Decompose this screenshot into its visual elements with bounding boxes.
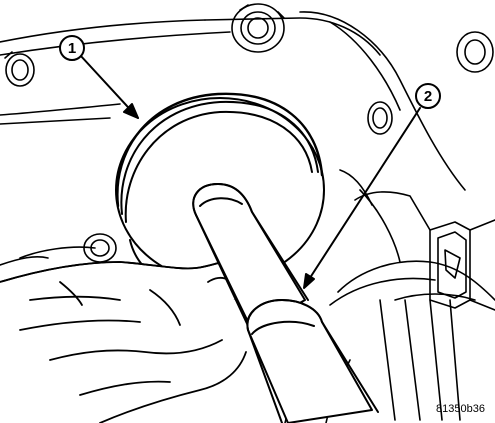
- callout-1-circle: [59, 35, 85, 61]
- hand: [0, 260, 247, 423]
- callout-2-circle: [415, 83, 441, 109]
- side-flange: [354, 191, 495, 311]
- leader-lines: [79, 54, 421, 289]
- figure-code: 81350b36: [436, 403, 485, 415]
- callout-1: 1: [59, 35, 85, 61]
- leader-arrowhead-1: [123, 103, 139, 119]
- installer-tool: [192, 183, 379, 423]
- callout-2: 2: [415, 83, 441, 109]
- housing-outline: [0, 11, 495, 423]
- leader-arrowhead-2: [303, 273, 315, 289]
- callout-2-number: 2: [424, 88, 432, 105]
- callout-1-number: 1: [68, 40, 76, 57]
- leader-line-2: [305, 107, 421, 285]
